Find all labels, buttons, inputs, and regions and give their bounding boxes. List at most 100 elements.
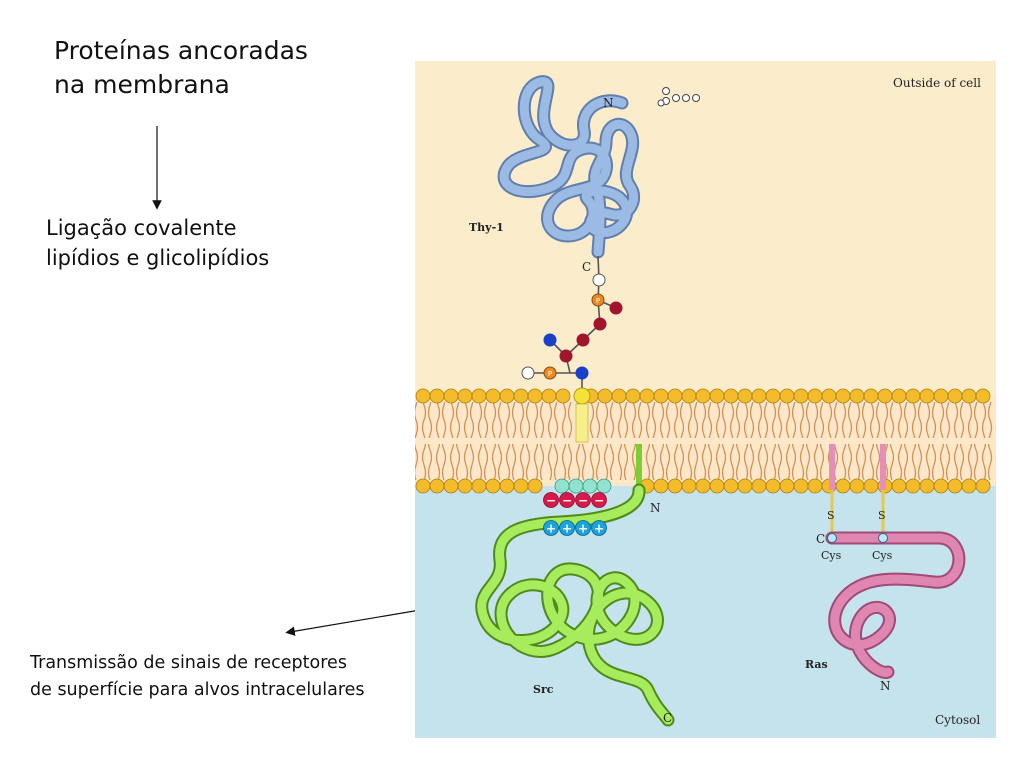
lipid-head xyxy=(835,478,851,494)
negative-charge-sign: − xyxy=(546,494,556,508)
lipid-head xyxy=(793,478,809,494)
lipid-head xyxy=(933,478,949,494)
lipid-head xyxy=(709,478,725,494)
positive-charge-sign: + xyxy=(562,522,572,536)
ras-sulfur-1: S xyxy=(827,509,835,522)
negative-charge xyxy=(559,492,575,508)
lipid-head xyxy=(765,478,781,494)
ras-farnesyl-anchor-2 xyxy=(880,444,886,490)
gpi-glucosamine-2 xyxy=(575,366,589,380)
lipid-head xyxy=(429,478,445,494)
lipid-head xyxy=(625,388,641,404)
lipid-head xyxy=(653,478,669,494)
lipid-head xyxy=(527,388,543,404)
lipid-head xyxy=(429,388,445,404)
lipid-head xyxy=(751,478,767,494)
charge-cluster: −−−−++++ xyxy=(543,478,612,536)
lower-head-groups xyxy=(415,478,991,494)
lipid-head xyxy=(667,478,683,494)
positive-charge-sign: + xyxy=(546,522,556,536)
lipid-head xyxy=(499,388,515,404)
positive-charge-sign: + xyxy=(578,522,588,536)
positive-charge xyxy=(591,520,607,536)
lipid-head xyxy=(443,478,459,494)
lipid-head xyxy=(961,478,977,494)
acidic-lipid-head xyxy=(582,478,598,494)
lipid-head xyxy=(919,388,935,404)
lipid-head xyxy=(765,388,781,404)
lipid-head xyxy=(877,388,893,404)
subtitle-line-1: Ligação covalente xyxy=(46,216,237,240)
gpi-phosphate-2-label: P xyxy=(548,370,552,378)
lipid-head xyxy=(513,478,529,494)
gpi-mannose-3 xyxy=(576,333,590,347)
ras-c-terminus: C xyxy=(816,532,825,546)
ras-farnesyl-anchor-1 xyxy=(829,444,835,490)
thy1-glycan xyxy=(657,87,700,107)
lipid-head xyxy=(681,478,697,494)
lipid-head xyxy=(863,388,879,404)
lipid-head xyxy=(457,478,473,494)
negative-charge xyxy=(575,492,591,508)
lipid-head xyxy=(415,478,431,494)
lipid-head xyxy=(457,388,473,404)
positive-charge-sign: + xyxy=(594,522,604,536)
lipid-head xyxy=(499,478,515,494)
cytosol-label: Cytosol xyxy=(935,713,980,727)
gpi-ethanolamine xyxy=(592,273,606,287)
gpi-mannose-1 xyxy=(609,301,623,315)
thy1-protein: N C Thy-1 P P xyxy=(469,75,700,443)
lipid-head xyxy=(709,388,725,404)
lipid-head xyxy=(667,388,683,404)
thy1-n-terminus: N xyxy=(603,96,614,110)
positive-charge xyxy=(575,520,591,536)
title-line-1: Proteínas ancoradas xyxy=(54,36,308,65)
lipid-head xyxy=(947,478,963,494)
gpi-phosphate-1-label: P xyxy=(596,297,600,305)
subtitle: Ligação covalente lipídios e glicolipídi… xyxy=(46,213,269,273)
lipid-head xyxy=(415,388,431,404)
negative-charge xyxy=(543,492,559,508)
lipid-head xyxy=(863,478,879,494)
lipid-head xyxy=(933,388,949,404)
subtitle-line-2: lipídios e glicolipídios xyxy=(46,246,270,270)
lipid-head xyxy=(485,478,501,494)
lipid-head xyxy=(723,388,739,404)
outside-region xyxy=(415,61,996,396)
lipid-head xyxy=(597,388,613,404)
lipid-head xyxy=(975,388,991,404)
lipid-head xyxy=(807,388,823,404)
bottom-caption: Transmissão de sinais de receptores de s… xyxy=(30,650,365,704)
lipid-head xyxy=(947,388,963,404)
negative-charge-sign: − xyxy=(562,494,572,508)
lipid-head xyxy=(611,388,627,404)
thy1-c-terminus: C xyxy=(582,260,591,274)
left-arrow xyxy=(285,607,433,636)
lipid-head xyxy=(485,388,501,404)
gpi-phosphate-1 xyxy=(591,293,605,307)
upper-head-groups xyxy=(415,388,991,404)
src-protein: N C Src −−−−++++ xyxy=(475,444,675,727)
lipid-head xyxy=(793,388,809,404)
title-line-2: na membrana xyxy=(54,70,230,99)
src-n-terminus: N xyxy=(650,501,661,515)
lipid-head xyxy=(541,388,557,404)
lipid-head xyxy=(835,388,851,404)
lipid-head xyxy=(849,478,865,494)
gpi-glucosamine-1 xyxy=(543,333,557,347)
negative-charge-sign: − xyxy=(578,494,588,508)
lipid-head xyxy=(821,388,837,404)
acidic-lipid-head xyxy=(568,478,584,494)
lipid-head xyxy=(471,388,487,404)
ras-protein: S S C Cys Cys N Ras xyxy=(805,444,966,693)
ras-sulfur-2: S xyxy=(878,509,886,522)
lipid-head xyxy=(891,478,907,494)
bottom-caption-line-1: Transmissão de sinais de receptores xyxy=(30,653,347,673)
gpi-mannose-2 xyxy=(593,317,607,331)
lipid-head xyxy=(653,388,669,404)
gpi-phosphate-2 xyxy=(543,366,557,380)
acidic-lipid-head xyxy=(554,478,570,494)
ras-label: Ras xyxy=(805,658,828,671)
lipid-head xyxy=(695,388,711,404)
